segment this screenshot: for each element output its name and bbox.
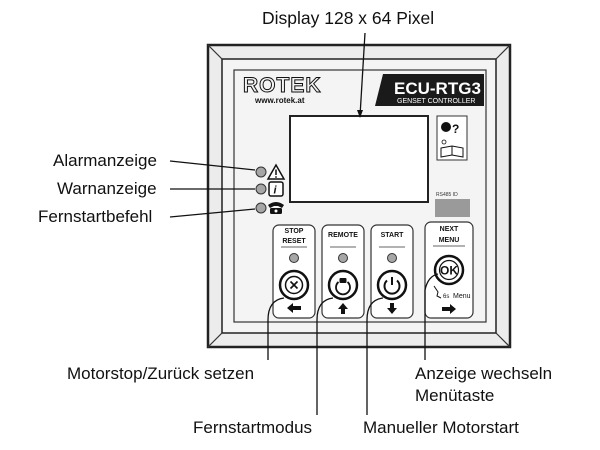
ok-button[interactable]: OK (433, 254, 465, 286)
callout-warning: Warnanzeige (57, 179, 157, 198)
callout-remote-start: Fernstartbefehl (38, 207, 153, 226)
leader-next (424, 273, 439, 360)
callout-menu-key: Menütaste (415, 386, 495, 405)
remote-button-label: REMOTE (328, 232, 358, 239)
warning-led (255, 183, 267, 195)
arrow-up-icon (338, 303, 348, 314)
svg-text:?: ? (452, 122, 459, 136)
reset-button-label: RESET (282, 238, 306, 245)
menu-hint: Menu (453, 293, 471, 300)
next-button-label: NEXT (440, 226, 459, 233)
manual-book-icon (440, 139, 464, 158)
leader-alarm (169, 160, 256, 171)
bezel-corner (207, 44, 223, 60)
arrow-down-icon (387, 303, 397, 314)
brand-website: www.rotek.at (254, 96, 305, 105)
bezel-corner (495, 332, 511, 348)
leader-manual-start (366, 297, 384, 415)
leader-motor-stop (267, 297, 285, 360)
callout-motor-stop: Motorstop/Zurück setzen (67, 364, 255, 383)
callout-remote-mode: Fernstartmodus (193, 418, 313, 437)
callout-display-switch: Anzeige wechseln (415, 364, 553, 383)
model-name: ECU-RTG3 (394, 79, 481, 98)
menu-button-label: MENU (439, 237, 460, 244)
alarm-led (255, 166, 267, 178)
leader-lines (169, 32, 439, 415)
arrow-left-icon (287, 303, 301, 313)
bezel-corner (495, 44, 511, 60)
hold-time-hint: 6s (443, 294, 449, 300)
rs485-port (435, 199, 470, 217)
start-led (387, 253, 397, 263)
stop-led (289, 253, 299, 263)
remote-start-led (255, 202, 267, 214)
model-badge (375, 74, 484, 106)
port-label: RS485 ID (436, 192, 458, 198)
remote-button[interactable] (327, 269, 359, 301)
leader-remote-start (169, 208, 256, 218)
leader-remote-mode (316, 297, 334, 415)
start-button[interactable] (376, 269, 408, 301)
arrow-right-icon (442, 304, 456, 314)
remote-led (338, 253, 348, 263)
remote-power-icon (335, 278, 351, 296)
start-button-label: START (381, 232, 405, 239)
brand-logo: ROTEK (243, 74, 322, 97)
callout-manual-start: Manueller Motorstart (363, 418, 519, 437)
press-hand-icon (433, 285, 442, 299)
callout-alarm: Alarmanzeige (53, 151, 157, 170)
bezel-corner (207, 332, 223, 348)
svg-text:i: i (274, 185, 278, 197)
stop-button-label: STOP (285, 228, 304, 235)
info-icon: i (268, 181, 284, 197)
phone-icon (268, 202, 284, 214)
leader-display (359, 32, 366, 117)
lcd-display (289, 115, 429, 203)
power-icon (383, 277, 401, 295)
model-subtitle: GENSET CONTROLLER (397, 98, 475, 105)
alarm-triangle-icon (266, 163, 286, 180)
callout-display: Display 128 x 64 Pixel (262, 8, 435, 28)
ok-label: OK (440, 264, 458, 278)
stop-x-icon (289, 280, 299, 290)
help-head-icon: ? (441, 122, 459, 136)
stop-button[interactable] (278, 269, 310, 301)
